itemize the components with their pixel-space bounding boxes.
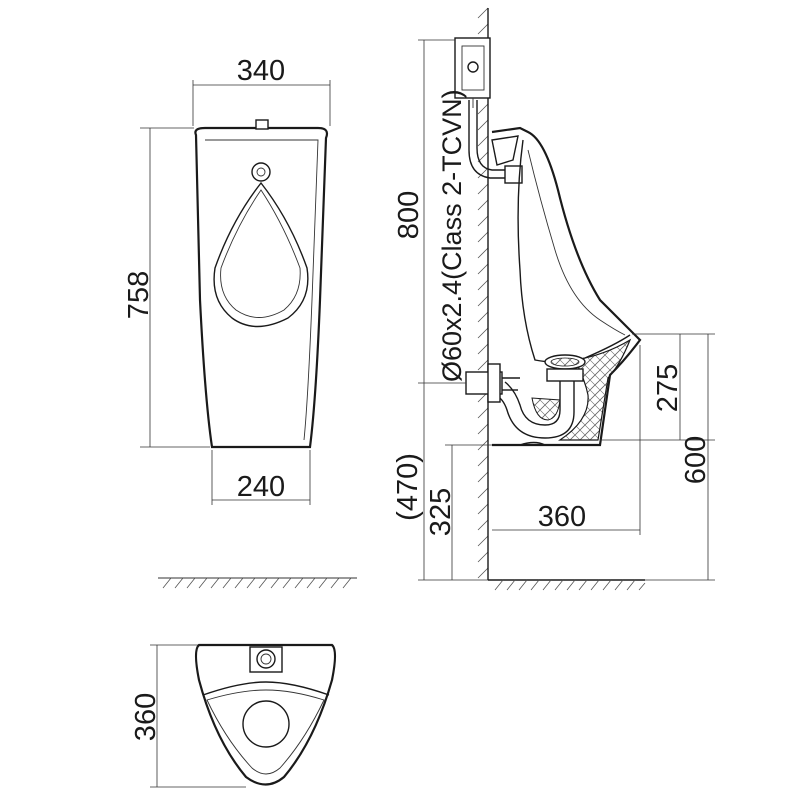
front-bowl-opening	[213, 181, 309, 328]
top-spud-circle	[256, 649, 276, 669]
side-height-800-label: 800	[393, 191, 425, 239]
front-flush-spud	[255, 119, 269, 130]
top-depth-label: 360	[130, 693, 162, 741]
side-sensor-box	[454, 37, 491, 99]
side-flush-pipe	[468, 100, 512, 179]
top-drain-circle	[242, 700, 290, 748]
side-470-label: (470)	[392, 453, 424, 521]
side-325-label: 325	[425, 488, 457, 536]
side-inner-bowl	[517, 139, 631, 363]
side-trap	[504, 380, 561, 426]
top-body-outline	[194, 643, 337, 786]
front-inner-rim	[205, 139, 319, 441]
side-body-outline	[491, 126, 642, 447]
front-width-bottom-label: 240	[237, 471, 285, 503]
side-360-label: 360	[538, 501, 586, 533]
side-pipe-spec-label: Ø60x2.4(Class 2-TCVN)	[437, 89, 467, 382]
front-view: 340 758 240	[123, 55, 357, 589]
top-view: 360	[130, 643, 337, 788]
side-floor-hatch	[494, 579, 646, 591]
front-height-label: 758	[123, 271, 155, 319]
front-width-top-label: 340	[237, 55, 285, 87]
front-floor-hatch	[162, 577, 352, 589]
side-275-label: 275	[652, 364, 684, 412]
front-spreader-circle	[251, 162, 271, 182]
side-600-label: 600	[680, 436, 712, 484]
front-body-outline	[194, 126, 329, 449]
side-view: 800 Ø60x2.4(Class 2-TCVN) (470) 325 360 …	[392, 7, 715, 591]
